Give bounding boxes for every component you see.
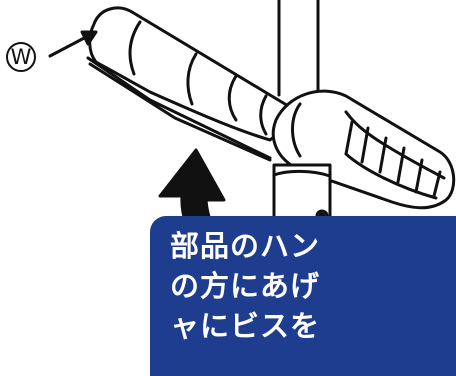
instruction-callout	[150, 216, 456, 376]
instruction-line-1: 部品のハン	[170, 229, 321, 263]
label-w-text: W	[10, 44, 32, 69]
label-w: W	[6, 42, 36, 72]
instruction-line-2: の方にあげ	[170, 269, 321, 303]
left-handle	[86, 6, 293, 162]
instruction-text: 部品のハン の方にあげ ャにビスを	[170, 226, 320, 346]
instruction-line-3: ャにビスを	[170, 309, 321, 343]
pointer-arrow-icon	[48, 30, 98, 58]
right-handle	[271, 89, 456, 210]
